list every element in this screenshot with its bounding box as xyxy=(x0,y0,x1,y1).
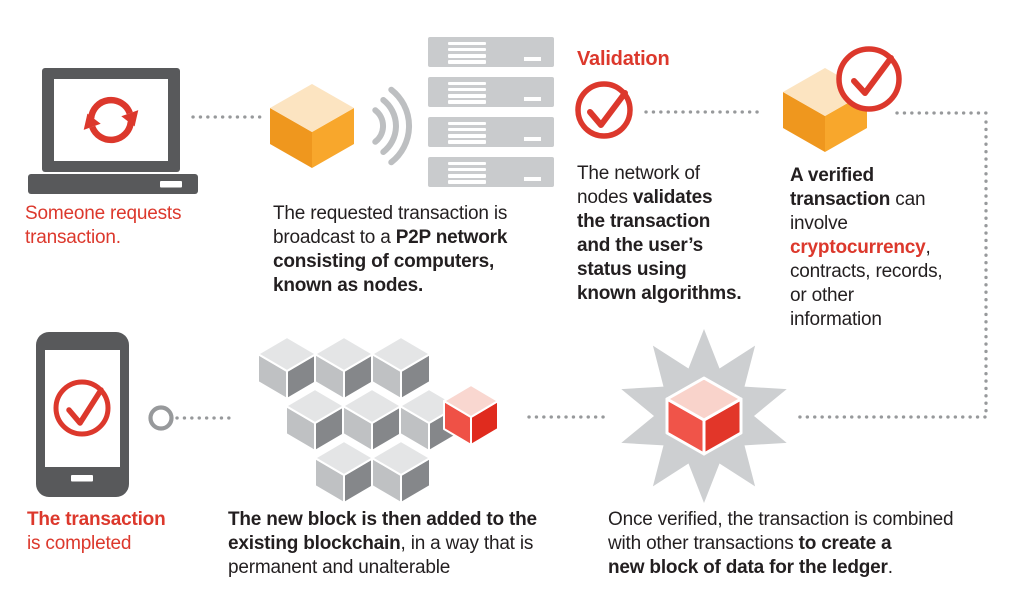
caption-verified: A verified transaction can involve crypt… xyxy=(790,165,943,330)
caption-broadcast: The requested transaction is broadcast t… xyxy=(273,203,508,296)
server-slots xyxy=(448,162,486,186)
server-node xyxy=(428,157,554,187)
server-node xyxy=(428,117,554,147)
laptop-screen xyxy=(54,79,168,161)
server-node xyxy=(428,37,554,67)
server-slots xyxy=(448,82,486,106)
broadcast-cube-group xyxy=(268,82,418,174)
laptop-base xyxy=(28,174,198,194)
caption-new-block: The new block is then added to the exist… xyxy=(228,509,537,578)
validation-title: Validation xyxy=(577,48,670,70)
server-dash xyxy=(524,176,541,181)
blockchain-cubes-icon xyxy=(230,325,530,515)
caption-combined: Once verified, the transaction is combin… xyxy=(608,509,954,578)
server-dash xyxy=(524,56,541,61)
laptop-base-dash xyxy=(160,181,182,188)
sync-arrowhead xyxy=(121,110,139,127)
check-circle-icon xyxy=(575,79,639,143)
laptop-sync-icon xyxy=(28,68,198,196)
server-stack-icon xyxy=(428,37,554,197)
smartphone-check-icon xyxy=(36,332,132,500)
sync-arrowhead xyxy=(83,113,101,130)
server-slots xyxy=(448,122,486,146)
caption-request: Someone requests transaction. xyxy=(25,203,182,248)
orange-cube-icon xyxy=(270,84,354,168)
server-slots xyxy=(448,42,486,66)
sync-arrows-icon xyxy=(87,96,135,144)
ring-connector-icon xyxy=(148,405,174,431)
server-node xyxy=(428,77,554,107)
verified-cube-badge-icon xyxy=(780,42,905,164)
badge-check xyxy=(851,55,894,96)
starburst-cube-icon xyxy=(612,328,797,508)
signal-waves-icon xyxy=(372,86,412,166)
server-dash xyxy=(524,96,541,101)
caption-completed: The transaction is completed xyxy=(27,509,166,554)
caption-validate: The network of nodes validates the trans… xyxy=(577,163,742,304)
server-dash xyxy=(524,136,541,141)
phone-dash xyxy=(71,475,93,482)
